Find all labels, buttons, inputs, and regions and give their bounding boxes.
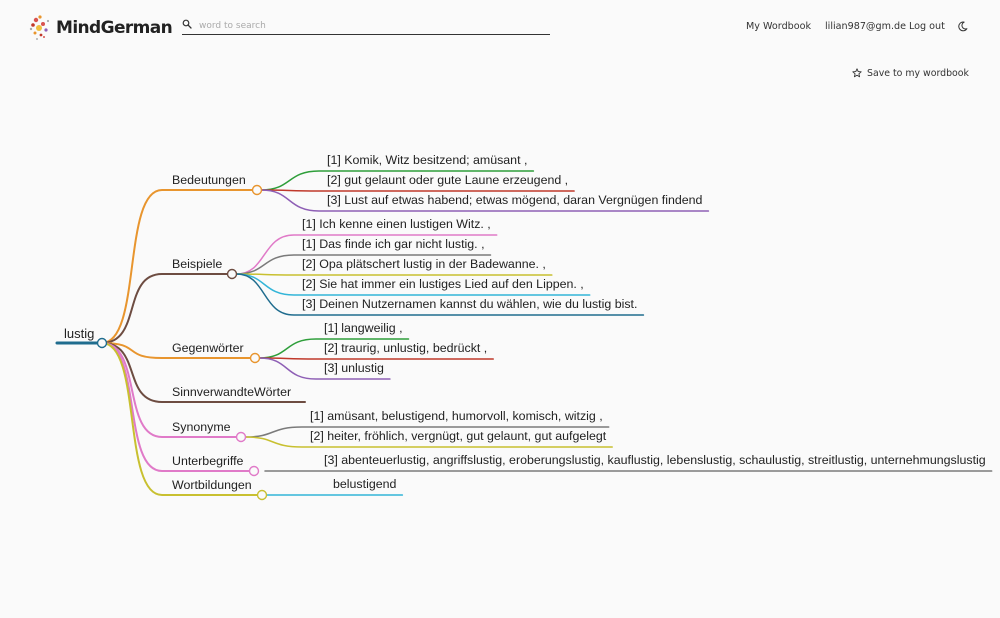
branch-gegenwoerter-label[interactable]: Gegenwörter xyxy=(172,341,244,355)
search-bar xyxy=(182,18,550,35)
branch-bedeutungen-leaf-1-connector xyxy=(260,189,575,192)
branch-synonyme-leaf-0[interactable]: [1] amüsant, belustigend, humorvoll, kom… xyxy=(310,409,603,423)
branch-gegenwoerter-leaf-1[interactable]: [2] traurig, unlustig, bedrückt , xyxy=(324,341,488,355)
branch-gegenwoerter-leaf-0[interactable]: [1] langweilig , xyxy=(324,321,403,335)
branch-gegenwoerter-leaf-1-connector xyxy=(258,357,494,360)
branch-unterbegriffe-toggle-node[interactable] xyxy=(248,465,260,477)
branch-beispiele-connector xyxy=(101,273,229,344)
branch-bedeutungen-leaf-0-connector xyxy=(260,170,535,191)
branch-bedeutungen-leaf-1[interactable]: [2] gut gelaunt oder gute Laune erzeugen… xyxy=(327,173,569,187)
branch-wortbildungen-toggle-node[interactable] xyxy=(256,489,268,501)
branch-wortbildungen-leaf-0[interactable]: belustigend xyxy=(333,477,397,491)
branch-synonyme-leaf-1[interactable]: [2] heiter, fröhlich, vergnügt, gut gela… xyxy=(310,429,607,443)
branch-bedeutungen-toggle-node[interactable] xyxy=(251,184,263,196)
brand-name[interactable]: MindGerman xyxy=(56,18,173,38)
branch-gegenwoerter-connector xyxy=(101,342,252,359)
branch-bedeutungen-label[interactable]: Bedeutungen xyxy=(172,173,246,187)
save-label: Save to my wordbook xyxy=(867,67,969,79)
branch-gegenwoerter-leaf-0-connector xyxy=(258,338,410,359)
branch-beispiele-leaf-2[interactable]: [2] Opa plätschert lustig in der Badewan… xyxy=(302,257,546,271)
root-word[interactable]: lustig xyxy=(64,326,95,341)
branch-beispiele-leaf-1-connector xyxy=(235,254,492,275)
branch-gegenwoerter-leaf-2[interactable]: [3] unlustig xyxy=(324,361,384,375)
branch-beispiele-leaf-2-connector xyxy=(235,273,553,276)
branch-gegenwoerter-toggle-node[interactable] xyxy=(249,352,261,364)
branch-beispiele-leaf-3[interactable]: [2] Sie hat immer ein lustiges Lied auf … xyxy=(302,277,584,291)
branch-beispiele-toggle-node[interactable] xyxy=(226,268,238,280)
branch-beispiele-leaf-4-connector xyxy=(235,273,645,316)
root-toggle-node[interactable] xyxy=(96,337,108,349)
branch-synonyme-leaf-1-connector xyxy=(244,436,613,448)
branch-synonyme-toggle-node[interactable] xyxy=(235,431,247,443)
branch-unterbegriffe-leaf-0[interactable]: [3] abenteuerlustig, angriffslustig, ero… xyxy=(324,453,986,467)
branch-gegenwoerter-leaf-2-connector xyxy=(258,357,391,380)
branch-sinnverwandte-label[interactable]: SinnverwandteWörter xyxy=(172,385,292,399)
magnifier-icon xyxy=(182,19,192,29)
branch-bedeutungen-connector xyxy=(101,189,254,344)
branch-beispiele-label[interactable]: Beispiele xyxy=(172,257,223,271)
my-wordbook-link[interactable]: My Wordbook xyxy=(746,21,812,32)
branch-wortbildungen-connector xyxy=(101,342,259,496)
top-bar: MindGerman My Wordbook lilian987@gm.de L… xyxy=(0,0,1000,56)
branch-beispiele-leaf-0[interactable]: [1] Ich kenne einen lustigen Witz. , xyxy=(302,217,491,231)
branch-wortbildungen-label[interactable]: Wortbildungen xyxy=(172,478,252,492)
branch-synonyme-label[interactable]: Synonyme xyxy=(172,420,231,434)
branch-beispiele-leaf-4[interactable]: [3] Deinen Nutzernamen kannst du wählen,… xyxy=(302,297,638,311)
branch-bedeutungen-leaf-2-connector xyxy=(260,189,710,212)
branch-beispiele-leaf-1[interactable]: [1] Das finde ich gar nicht lustig. , xyxy=(302,237,485,251)
branch-bedeutungen-leaf-0[interactable]: [1] Komik, Witz besitzend; amüsant , xyxy=(327,153,528,167)
user-email[interactable]: lilian987@gm.de xyxy=(825,21,907,32)
search-input[interactable] xyxy=(199,18,544,33)
moon-icon[interactable] xyxy=(957,21,968,32)
star-outline-icon xyxy=(852,68,862,78)
save-to-wordbook-button[interactable]: Save to my wordbook xyxy=(852,66,969,80)
branch-unterbegriffe-label[interactable]: Unterbegriffe xyxy=(172,454,244,468)
bee-logo-icon[interactable] xyxy=(26,8,56,44)
branch-beispiele-leaf-0-connector xyxy=(235,234,498,275)
branch-bedeutungen-leaf-2[interactable]: [3] Lust auf etwas habend; etwas mögend,… xyxy=(327,193,703,207)
logout-link[interactable]: Log out xyxy=(909,21,945,32)
